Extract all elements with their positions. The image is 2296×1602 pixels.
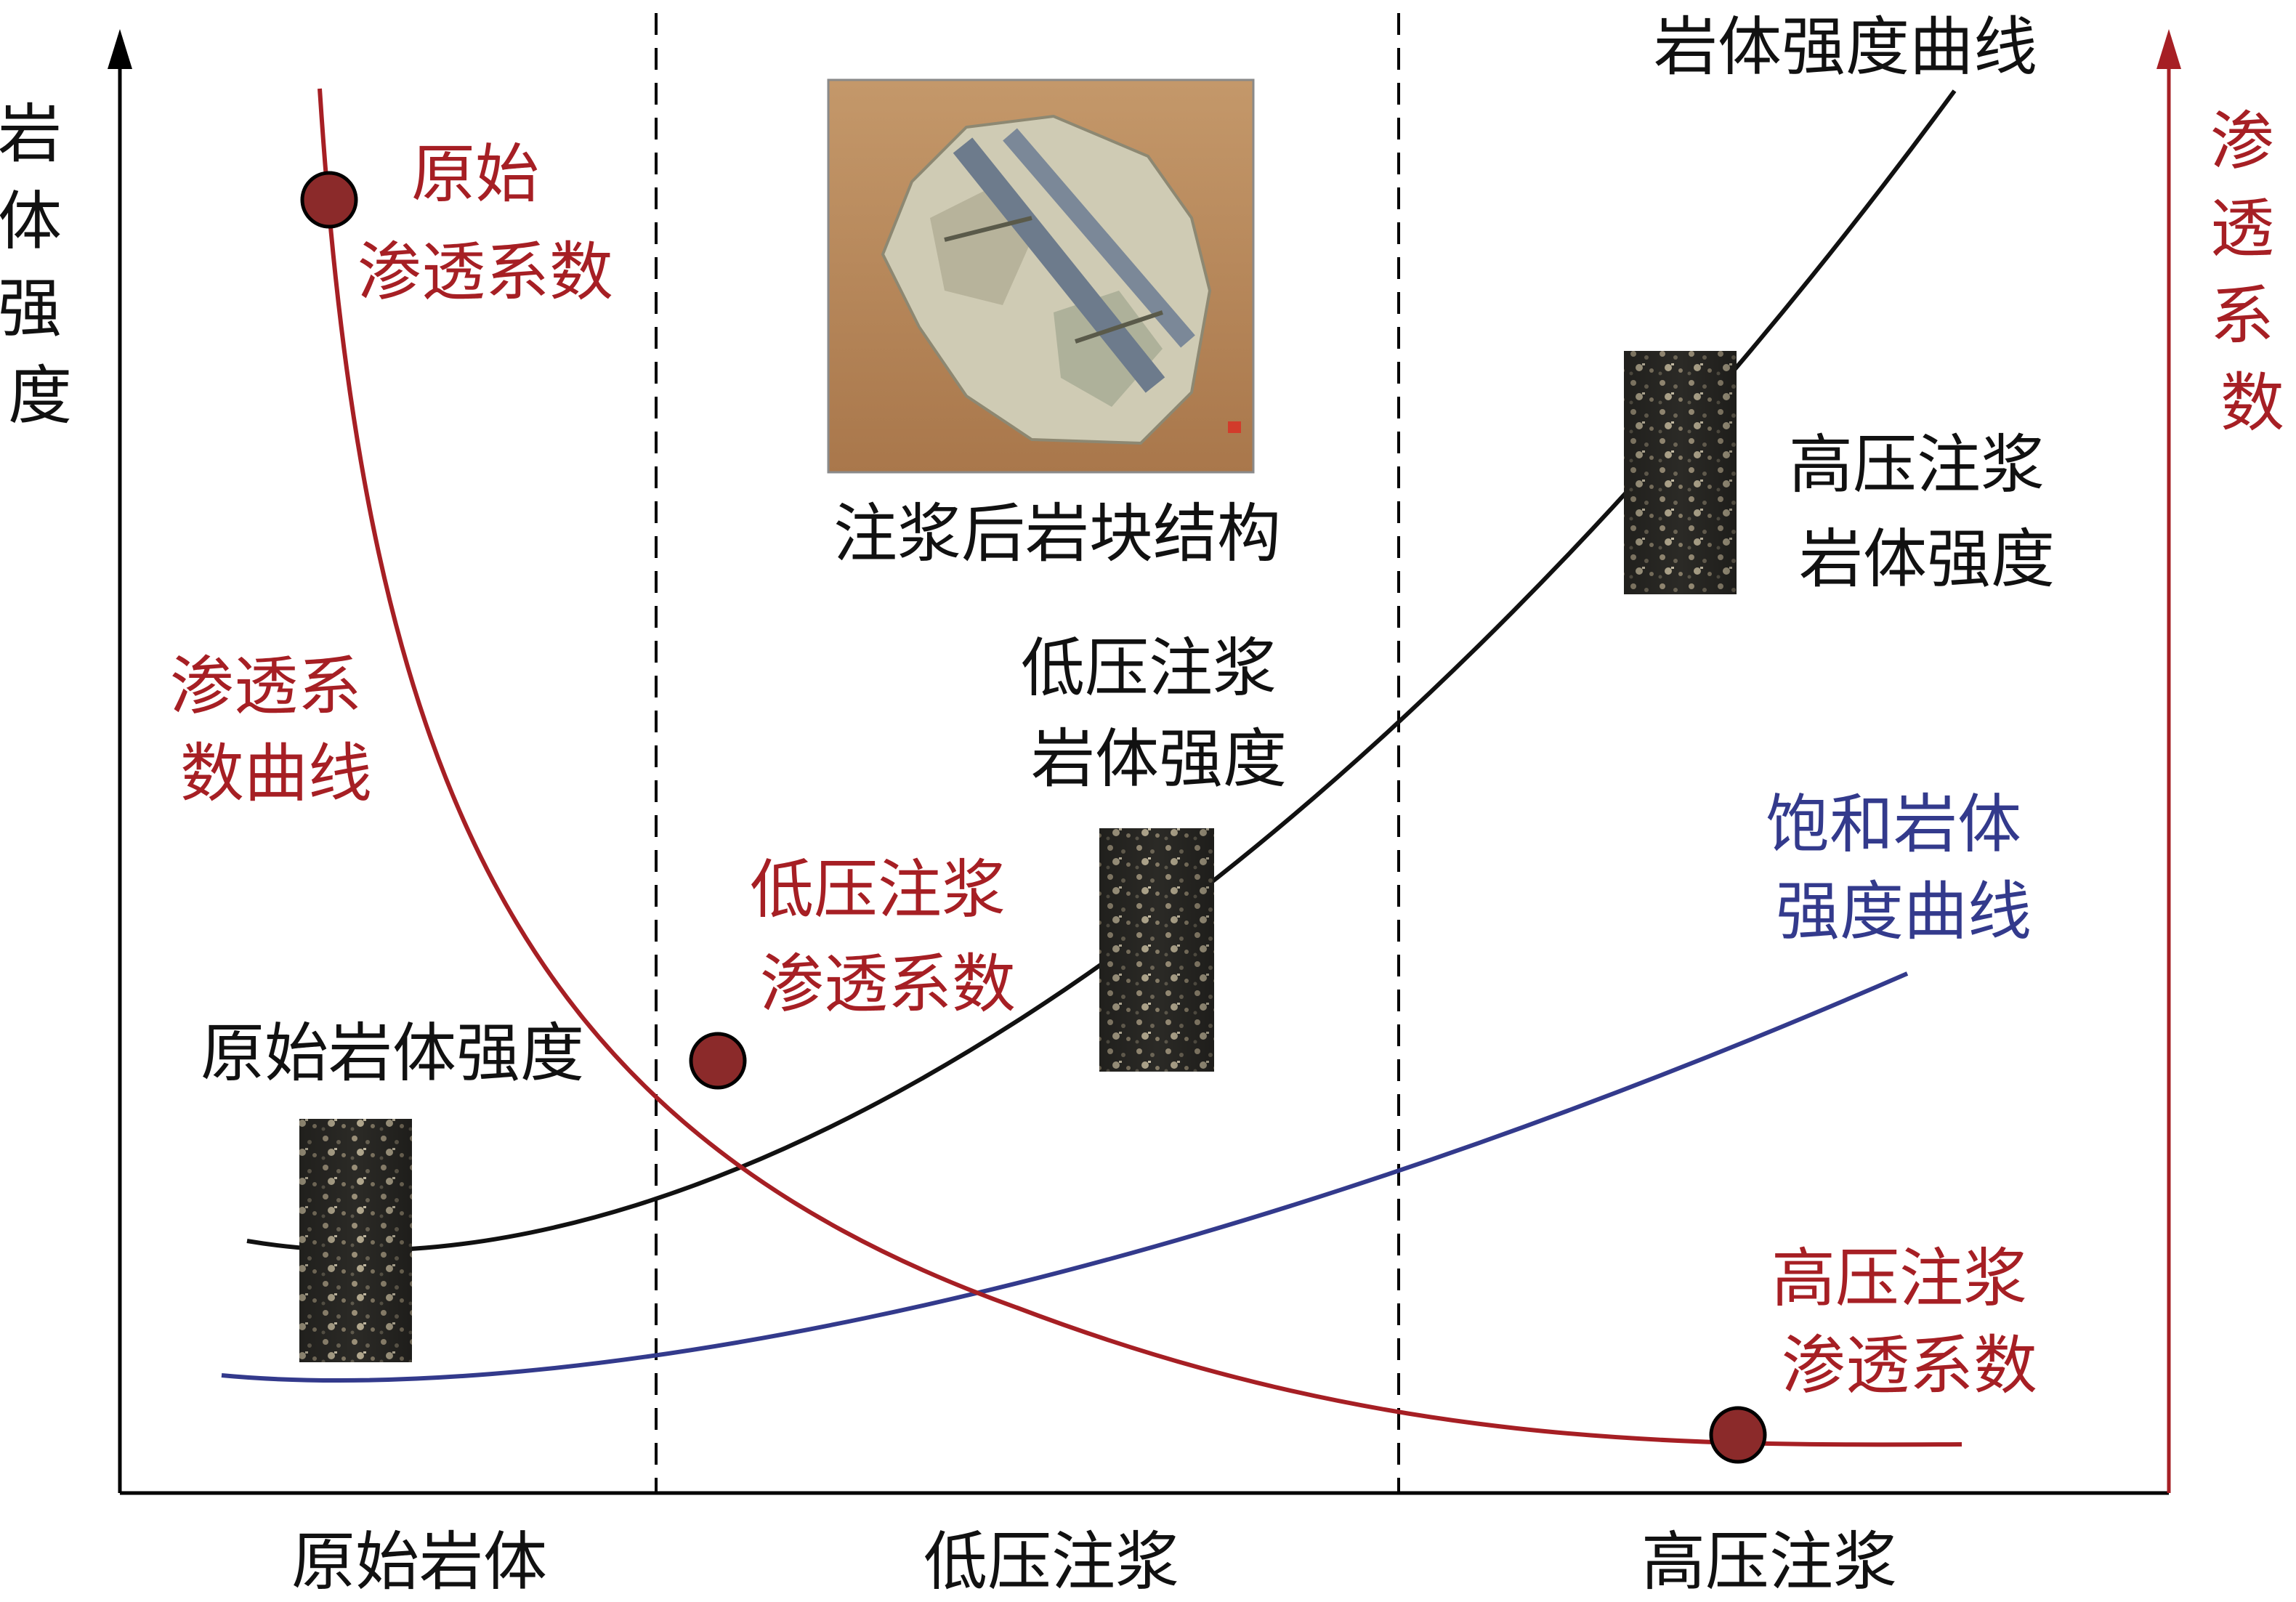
stage-label-original: 原始岩体 <box>291 1524 547 1599</box>
permeability-curve <box>318 88 1962 1447</box>
grout-vein-1 <box>953 137 1165 393</box>
right-axis-arrow <box>2156 29 2181 69</box>
original-permeability-label: 原始 渗透系数 <box>357 137 613 310</box>
original-rock-core <box>299 1119 412 1362</box>
stage-label-high-pressure: 高压注浆 <box>1641 1524 1897 1599</box>
low-pressure-permeability-label: 低压注浆 渗透系数 <box>750 852 1026 1022</box>
high-pressure-rock-core <box>1624 351 1737 594</box>
low-pressure-strength-label: 低压注浆 岩体强度 <box>1021 631 1297 796</box>
saturated-curve-label: 饱和岩体 强度曲线 <box>1766 787 2042 949</box>
original-permeability-marker <box>300 171 358 229</box>
left-axis-label: 岩 体 强 度 <box>0 97 82 433</box>
rock-strength-curve-label: 岩体强度曲线 <box>1654 9 2037 84</box>
photo-caption: 注浆后岩块结构 <box>833 496 1281 571</box>
grouted-block-photo <box>827 78 1255 474</box>
low-pressure-rock-core <box>1099 828 1214 1072</box>
right-axis-label: 渗 透 系 数 <box>2210 104 2295 440</box>
low-pressure-permeability-marker <box>689 1032 747 1090</box>
left-axis-arrow <box>108 29 132 69</box>
high-pressure-strength-label: 高压注浆 岩体强度 <box>1789 427 2065 596</box>
grout-vein-2 <box>1003 128 1195 348</box>
axes <box>108 29 2181 1495</box>
saturated-strength-curve <box>221 971 1909 1383</box>
permeability-curve-label: 渗透系 数曲线 <box>170 649 382 811</box>
high-pressure-permeability-marker <box>1709 1406 1767 1464</box>
high-pressure-permeability-label: 高压注浆 渗透系数 <box>1771 1241 2048 1403</box>
original-strength-label: 原始岩体强度 <box>201 1016 584 1091</box>
stage-label-low-pressure: 低压注浆 <box>923 1524 1179 1599</box>
